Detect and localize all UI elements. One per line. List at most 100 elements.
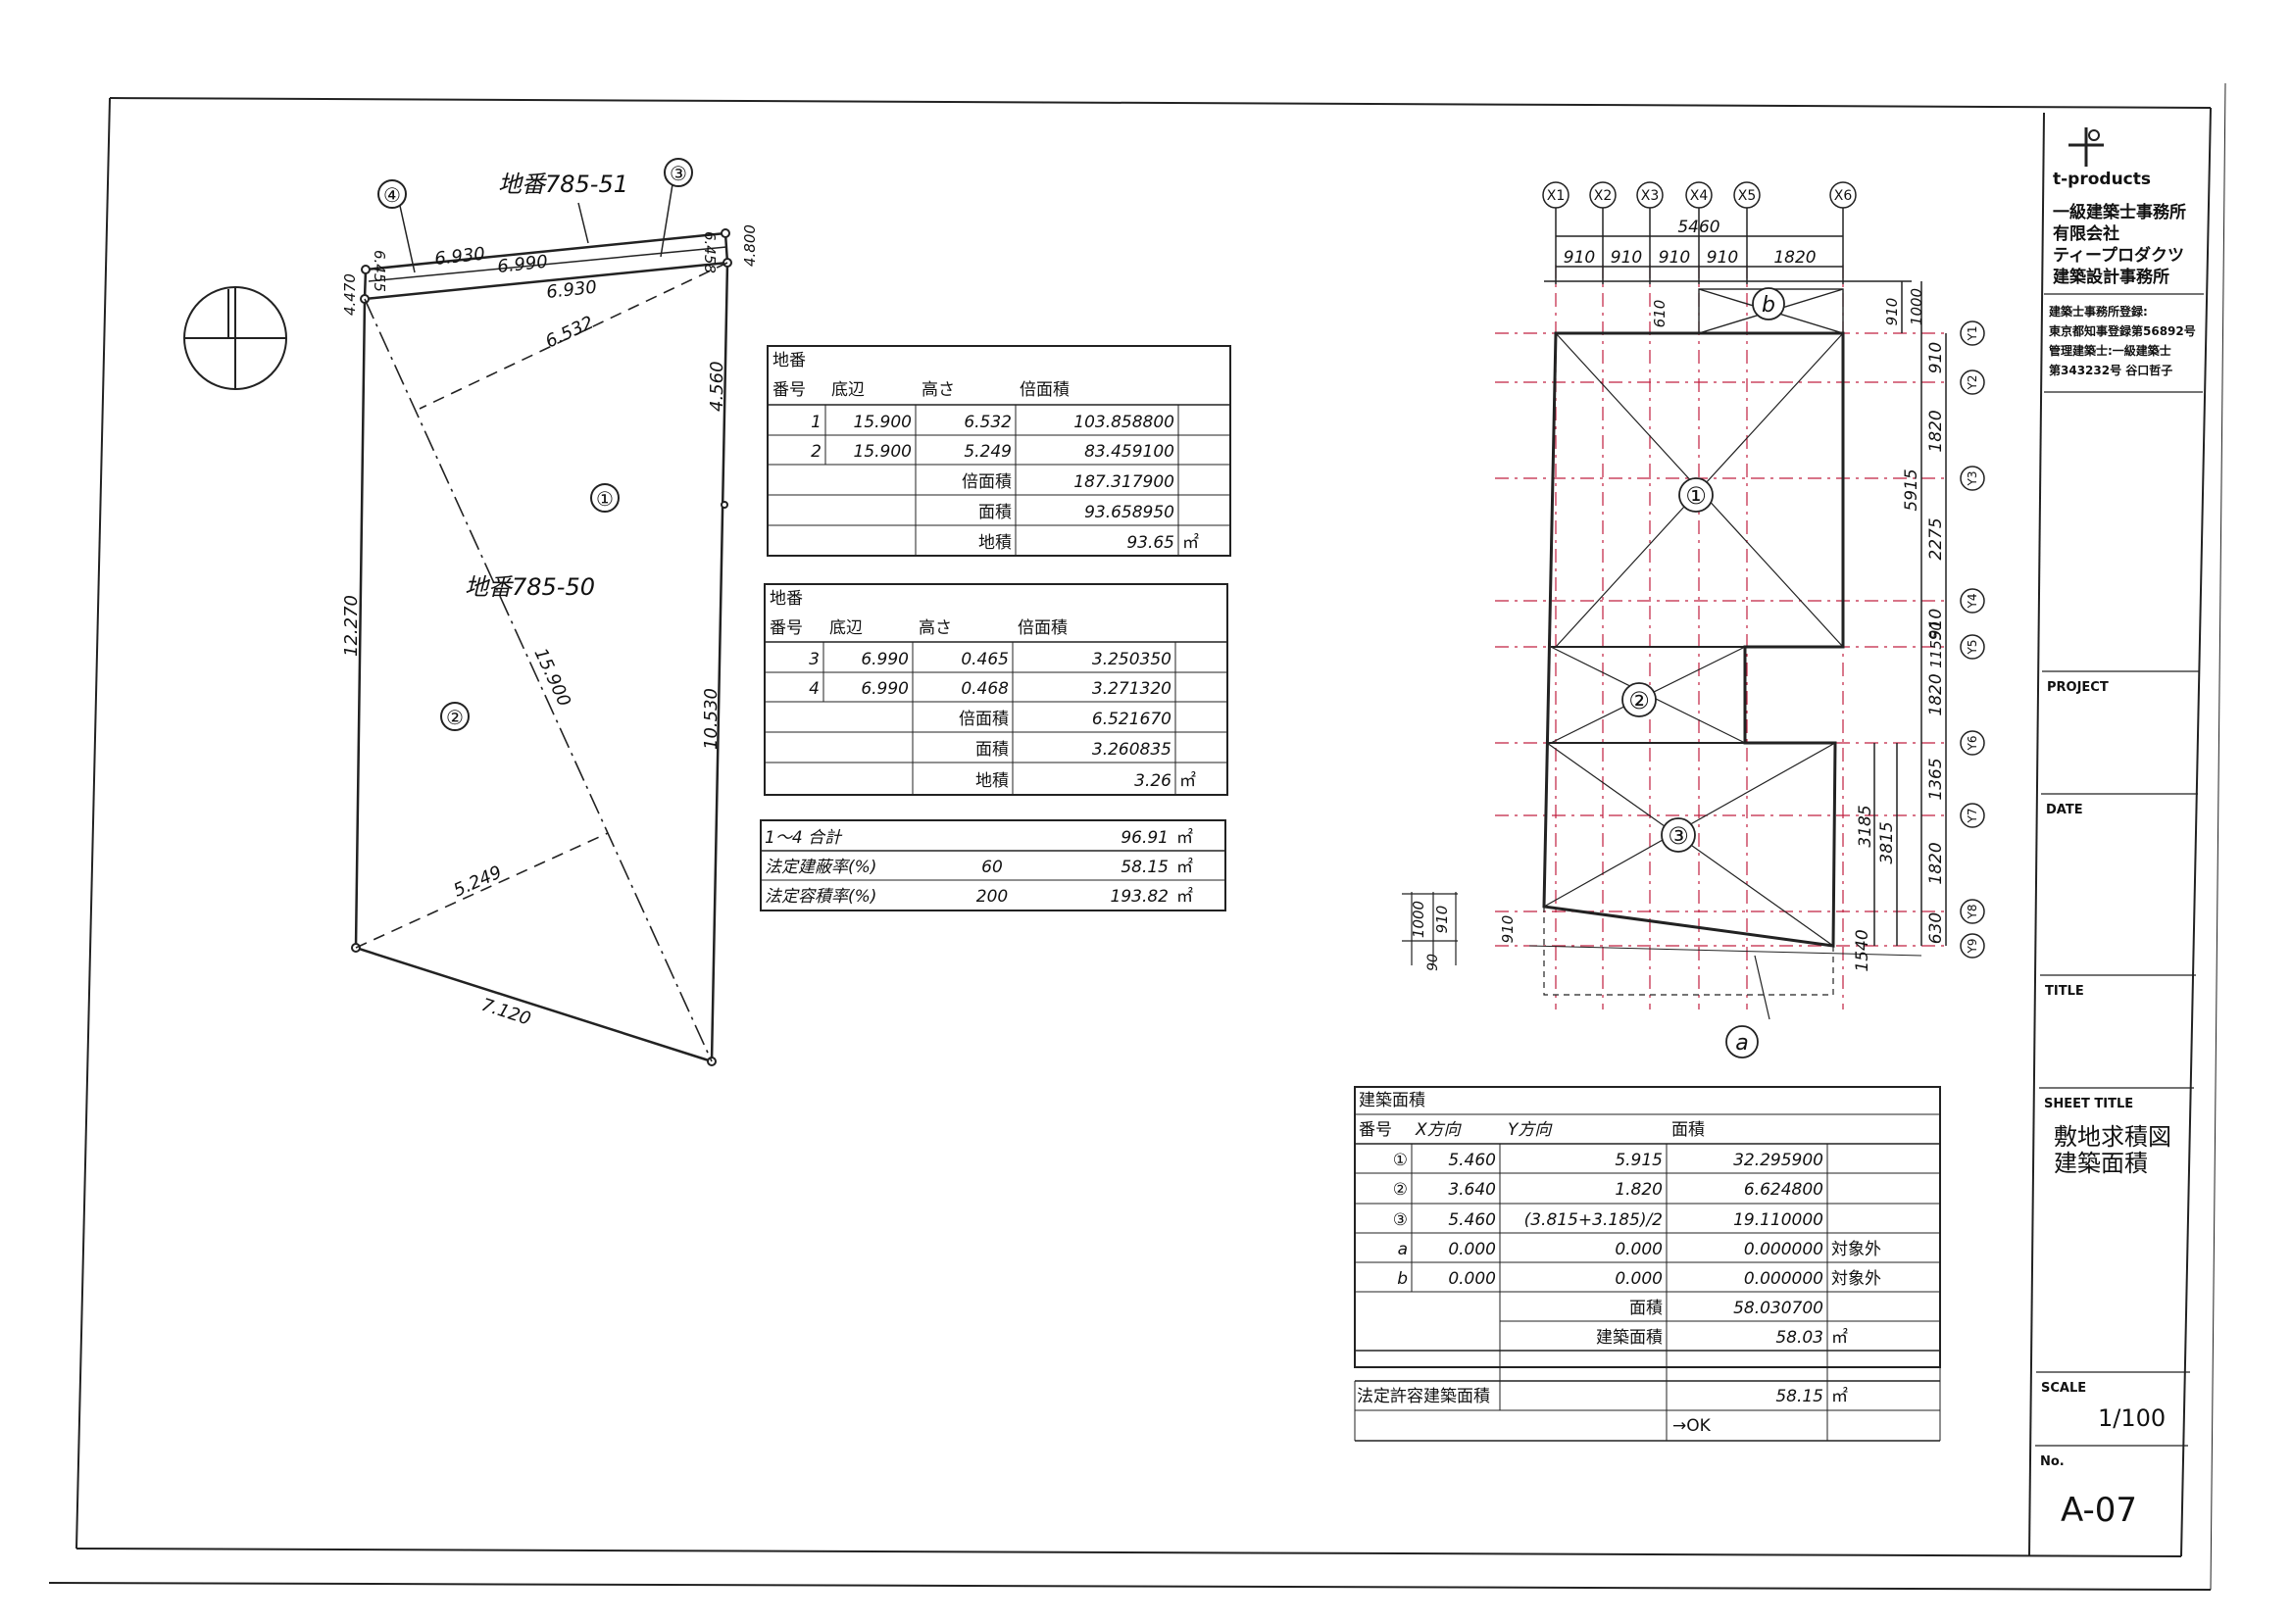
- dim-610: 610: [1651, 300, 1669, 328]
- dim-12270: 12.270: [341, 595, 362, 657]
- registration-line: 建築士事務所登録:: [2048, 304, 2148, 319]
- date-label: DATE: [2046, 803, 2083, 817]
- summary-value: 93.658950: [1084, 503, 1174, 522]
- dim-right: 910: [1926, 342, 1946, 373]
- dim-right: 910: [1926, 609, 1946, 640]
- table1-header-no: 番号: [772, 380, 806, 400]
- x-axis-label: X2: [1594, 188, 1613, 204]
- sheet-title-label: SHEET TITLE: [2044, 1097, 2133, 1111]
- dim-top: 910: [1659, 248, 1690, 268]
- legal-area-label: 法定許容建築面積: [1357, 1387, 1490, 1406]
- table4-header-x: X方向: [1415, 1120, 1463, 1140]
- summary-value: 187.317900: [1073, 472, 1174, 492]
- y-axis-label: Y7: [1966, 809, 1979, 824]
- table4-title: 建築面積: [1359, 1091, 1425, 1110]
- y-axis-label: Y3: [1966, 471, 1979, 487]
- marker-4: ④: [383, 183, 401, 207]
- table-row: 0.468: [961, 679, 1009, 699]
- table-row: 32.295900: [1733, 1151, 1823, 1170]
- table-row: 3: [809, 650, 820, 669]
- dim-10530: 10.530: [701, 688, 722, 750]
- unit-label: ㎡: [1176, 828, 1193, 848]
- dim-1540: 1540: [1853, 929, 1872, 971]
- unit-label: ㎡: [1176, 887, 1193, 907]
- table-row: 15.900: [854, 442, 912, 462]
- table1-header-height: 高さ: [922, 380, 955, 400]
- sum-label: 面積: [1629, 1299, 1663, 1318]
- table-row: (3.815+3.185)/2: [1524, 1210, 1663, 1230]
- build-area-label: 建築面積: [1596, 1328, 1663, 1348]
- dim-910-top: 910: [1883, 298, 1901, 326]
- table-row: 5.249: [964, 442, 1012, 462]
- excluded-note: 対象外: [1831, 1240, 1881, 1259]
- dim-6930-top: 6.930: [433, 244, 485, 270]
- table1-header-base: 底辺: [831, 380, 865, 400]
- table2-header-double: 倍面積: [1018, 618, 1068, 638]
- dim-top: 910: [1611, 248, 1642, 268]
- summary-label: 地積: [975, 771, 1009, 791]
- table-row: 2: [811, 442, 822, 462]
- scale-value: 1/100: [2098, 1404, 2166, 1432]
- company-logo: [2068, 127, 2104, 167]
- number-label: No.: [2040, 1454, 2065, 1469]
- table-row: 0.000: [1448, 1269, 1496, 1289]
- scale-label: SCALE: [2041, 1381, 2086, 1396]
- dim-6990: 6.990: [496, 252, 548, 277]
- table-row: 6.990: [861, 679, 909, 699]
- sheet-border: [48, 82, 2226, 1591]
- dim-6458: 6.458: [701, 231, 719, 273]
- coverage-value: 58.15: [1121, 858, 1169, 877]
- table-row: 3.640: [1448, 1180, 1496, 1200]
- dim-11550: 11550: [1927, 621, 1945, 668]
- dim-4560: 4.560: [707, 361, 727, 412]
- build-area-value: 58.03: [1775, 1328, 1823, 1348]
- office-line: 一級建築士事務所: [2053, 202, 2186, 222]
- unit-label: ㎡: [1176, 858, 1193, 877]
- table-row: ②: [1393, 1180, 1408, 1200]
- office-line: ティープロダクツ: [2053, 245, 2184, 266]
- table-row: ①: [1393, 1151, 1408, 1170]
- dim-4470: 4.470: [341, 273, 359, 316]
- dim-6930-bottom: 6.930: [545, 277, 597, 303]
- dim-top: 910: [1707, 248, 1738, 268]
- unit-label: ㎡: [1182, 533, 1199, 553]
- office-line: 有限会社: [2053, 223, 2119, 244]
- zone-3-label: ③: [1668, 822, 1689, 850]
- x-axis-label: X6: [1834, 188, 1853, 204]
- title-label: TITLE: [2045, 984, 2084, 999]
- table-row: a: [1398, 1240, 1408, 1259]
- x-axis-label: X5: [1738, 188, 1757, 204]
- summary-value: 3.26: [1134, 771, 1171, 791]
- building-outline: [1542, 331, 1845, 948]
- table4-header-area: 面積: [1671, 1120, 1705, 1140]
- table1-title: 地番: [772, 351, 806, 370]
- site-plot: ④ ③ ① ② 地番785-51 地番785-50 6.930 6.990 6.…: [183, 158, 759, 1066]
- title-block: t-products 一級建築士事務所 有限会社 ティープロダクツ 建築設計事務…: [2028, 112, 2204, 1557]
- summary-value: 3.260835: [1092, 740, 1171, 760]
- x-axis-label: X1: [1547, 188, 1566, 204]
- table-row: 83.459100: [1084, 442, 1174, 462]
- summary-label: 地積: [978, 533, 1012, 553]
- table2-header-base: 底辺: [829, 618, 863, 638]
- registration-line: 管理建築士:一級建築士: [2049, 343, 2171, 358]
- table-row: 0.000: [1615, 1269, 1663, 1289]
- dim-4800: 4.800: [741, 224, 759, 267]
- dim-top: 910: [1564, 248, 1595, 268]
- zone-a-label: a: [1735, 1031, 1748, 1056]
- table-row: 3.250350: [1092, 650, 1171, 669]
- dim-right: 1365: [1926, 758, 1946, 800]
- table2-header-no: 番号: [770, 618, 803, 638]
- summary-label: 倍面積: [962, 472, 1012, 492]
- summary-label: 面積: [978, 503, 1012, 522]
- table-row: 3.271320: [1092, 679, 1171, 699]
- summary-label: 面積: [975, 740, 1009, 760]
- y-axis-label: Y9: [1966, 939, 1979, 955]
- x-axis-label: X4: [1690, 188, 1709, 204]
- sheet-number: A-07: [2061, 1491, 2137, 1530]
- table-row: 15.900: [854, 413, 912, 432]
- coverage-label: 法定建蔽率(%): [765, 858, 876, 877]
- summary-value: 6.521670: [1092, 710, 1171, 729]
- marker-3: ③: [670, 162, 687, 185]
- marker-1: ①: [596, 487, 614, 511]
